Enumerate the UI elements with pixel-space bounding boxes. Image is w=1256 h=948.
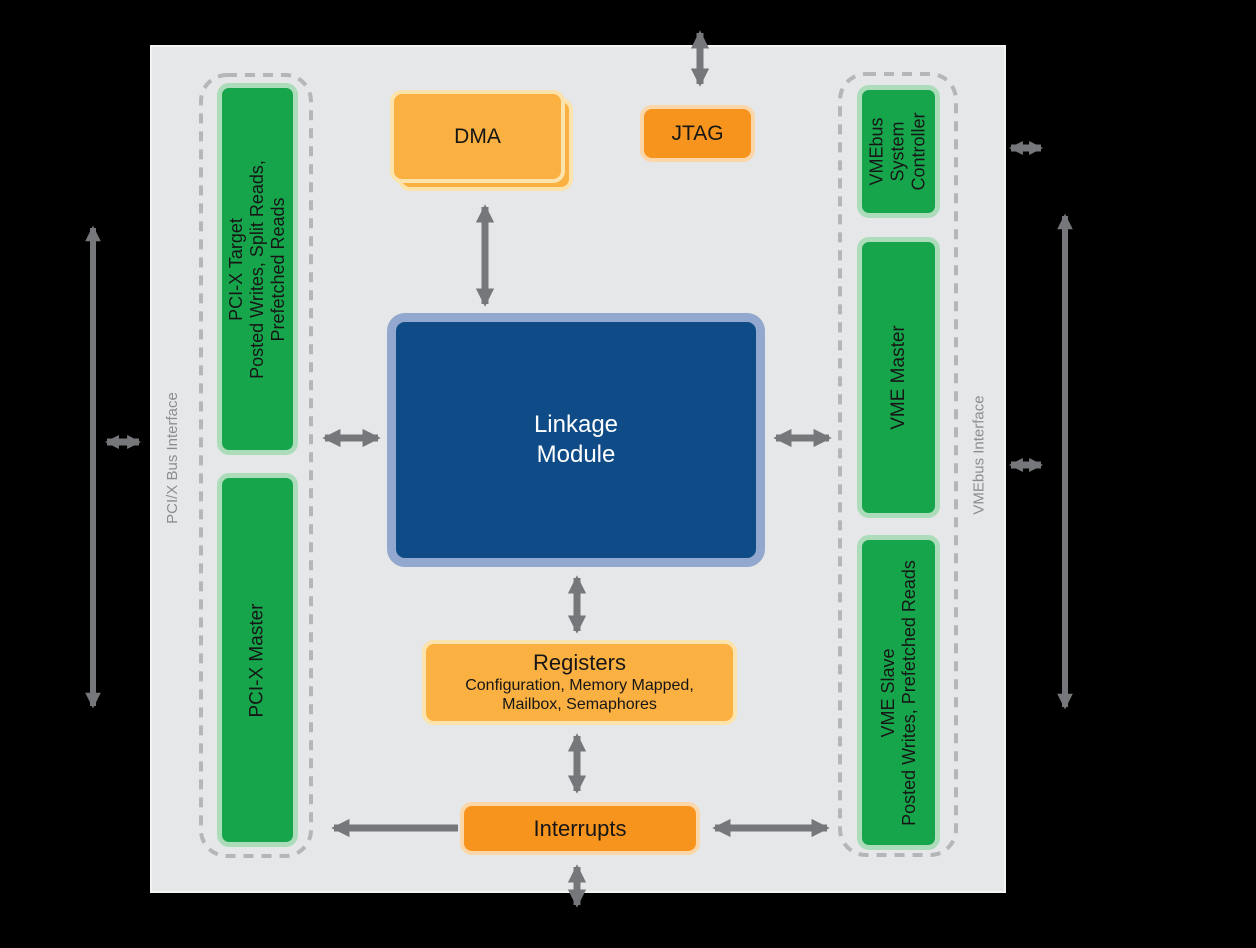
linkage-line-1: Linkage [533, 411, 619, 438]
vme-master-label: VME Master [888, 325, 909, 430]
linkage-line-2: Module [536, 441, 616, 468]
pci-x-target-line-2: Posted Writes, Split Reads, [247, 159, 268, 379]
jtag-box: JTAG [640, 105, 755, 162]
vmebus-system-controller-box: VMEbus System Controller [857, 85, 940, 218]
jtag-label: JTAG [671, 121, 724, 145]
vme-slave-box: VME Slave Posted Writes, Prefetched Read… [857, 535, 940, 850]
registers-title: Registers [533, 650, 626, 675]
dma-box: DMA [390, 90, 565, 183]
pci-x-target-line-1: PCI-X Target [226, 217, 247, 321]
vmebus-system-controller-line-3: Controller [909, 112, 929, 191]
registers-detail-line-2: Mailbox, Semaphores [502, 696, 657, 713]
pci-bus-interface-label: PCI/X Bus Interface [151, 348, 195, 568]
pci-x-master-label: PCI-X Master [247, 602, 268, 718]
pci-x-target-line-3: Prefetched Reads [268, 196, 289, 342]
vmebus-interface-label-text: VMEbus Interface [971, 395, 989, 515]
interrupts-box: Interrupts [460, 802, 700, 855]
dma-label: DMA [454, 124, 501, 148]
interrupts-label: Interrupts [533, 815, 627, 841]
pci-x-target-box: PCI-X Target Posted Writes, Split Reads,… [217, 83, 298, 455]
vme-slave-line-1: VME Slave [877, 647, 898, 738]
pci-x-master-box: PCI-X Master [217, 473, 298, 847]
vmebus-system-controller-line-1: VMEbus [867, 117, 887, 186]
vmebus-interface-label: VMEbus Interface [958, 345, 1002, 565]
vmebus-system-controller-line-2: System [888, 121, 908, 182]
linkage-module-box: Linkage Module [387, 313, 765, 567]
pci-bus-interface-label-text: PCI/X Bus Interface [164, 392, 182, 524]
vme-master-box: VME Master [857, 237, 940, 518]
registers-detail-line-1: Configuration, Memory Mapped, [465, 677, 694, 694]
registers-box: Registers Configuration, Memory Mapped, … [422, 640, 737, 725]
vme-slave-line-2: Posted Writes, Prefetched Reads [898, 559, 919, 826]
